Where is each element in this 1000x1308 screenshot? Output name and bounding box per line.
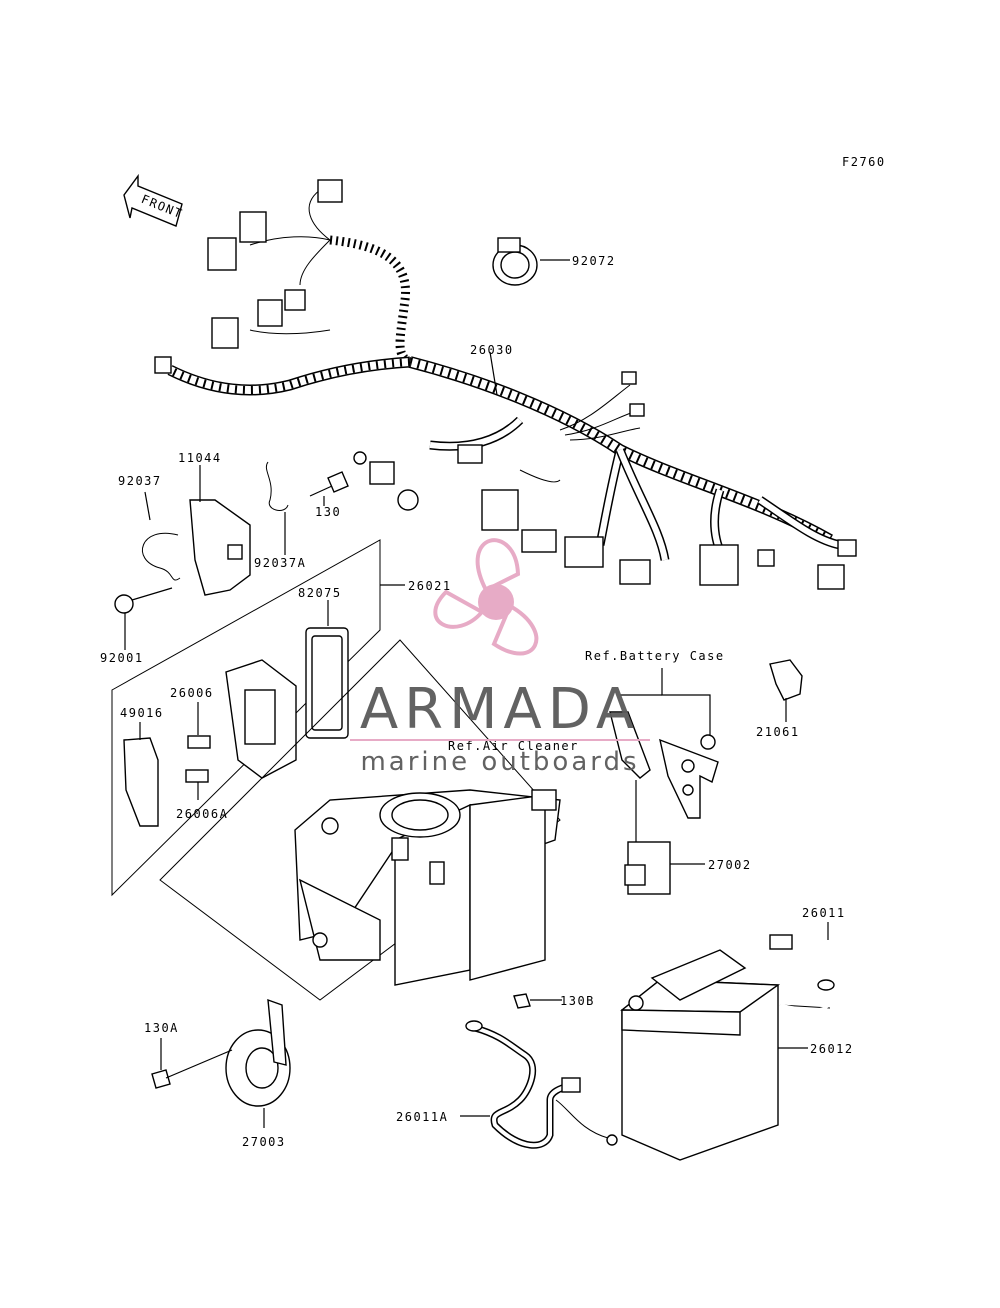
label-26011: 26011 [802, 906, 846, 920]
junction-box-26021-icon [225, 659, 297, 779]
label-26030: 26030 [470, 343, 514, 357]
bolt-130A-icon [151, 1049, 233, 1089]
label-11044: 11044 [178, 451, 222, 465]
label-92037A: 92037A [254, 556, 306, 570]
label-130B: 130B [560, 994, 595, 1008]
clip-92037-icon [142, 532, 181, 581]
label-92001: 92001 [100, 651, 144, 665]
ref-battery-case: Ref.Battery Case [585, 649, 725, 663]
terminal-26011A-icon [465, 1020, 483, 1032]
label-26006: 26006 [170, 686, 214, 700]
boot-26011-icon [769, 934, 793, 950]
cable-92037A-icon [265, 461, 289, 511]
terminal-26011-icon [817, 979, 835, 991]
horn-27003-icon [225, 998, 291, 1107]
bolt-130B-icon [513, 993, 531, 1009]
label-82075: 82075 [298, 586, 342, 600]
fuse-26006A-icon [185, 769, 209, 783]
armada-logo: ARMADA marine outboards [350, 538, 650, 777]
label-92072: 92072 [572, 254, 616, 268]
fuse-26006-icon [187, 735, 211, 749]
label-92037: 92037 [118, 474, 162, 488]
label-26012: 26012 [810, 1042, 854, 1056]
watermark-brand: ARMADA [360, 677, 640, 742]
figure-id: F2760 [842, 155, 886, 169]
battery-case-icon [159, 639, 561, 1001]
cover-82075-icon [305, 627, 349, 739]
junction-box-outline [111, 539, 381, 897]
front-arrow-icon: FRONT [123, 173, 185, 227]
bracket-11044-icon [189, 499, 251, 596]
cover-49016-icon [123, 737, 159, 827]
watermark-tagline: marine outboards [360, 747, 639, 777]
bolt-92001-icon [114, 587, 173, 614]
relay-bracket-icon [609, 711, 719, 819]
label-21061: 21061 [756, 725, 800, 739]
clamp-92072-icon [492, 237, 538, 286]
battery-26012-icon [620, 949, 781, 1161]
bolt-130-icon [309, 471, 349, 497]
label-130: 130 [315, 505, 341, 519]
label-26021: 26021 [408, 579, 452, 593]
label-27003: 27003 [242, 1135, 286, 1149]
label-27002: 27002 [708, 858, 752, 872]
relay-27002-icon [624, 841, 671, 895]
label-26006A: 26006A [176, 807, 228, 821]
label-26011A: 26011A [396, 1110, 448, 1124]
ref-air-cleaner: Ref.Air Cleaner [448, 739, 579, 753]
main-wiring-harness [154, 179, 857, 590]
label-49016: 49016 [120, 706, 164, 720]
label-130A: 130A [144, 1021, 179, 1035]
connector-21061-icon [769, 659, 803, 701]
